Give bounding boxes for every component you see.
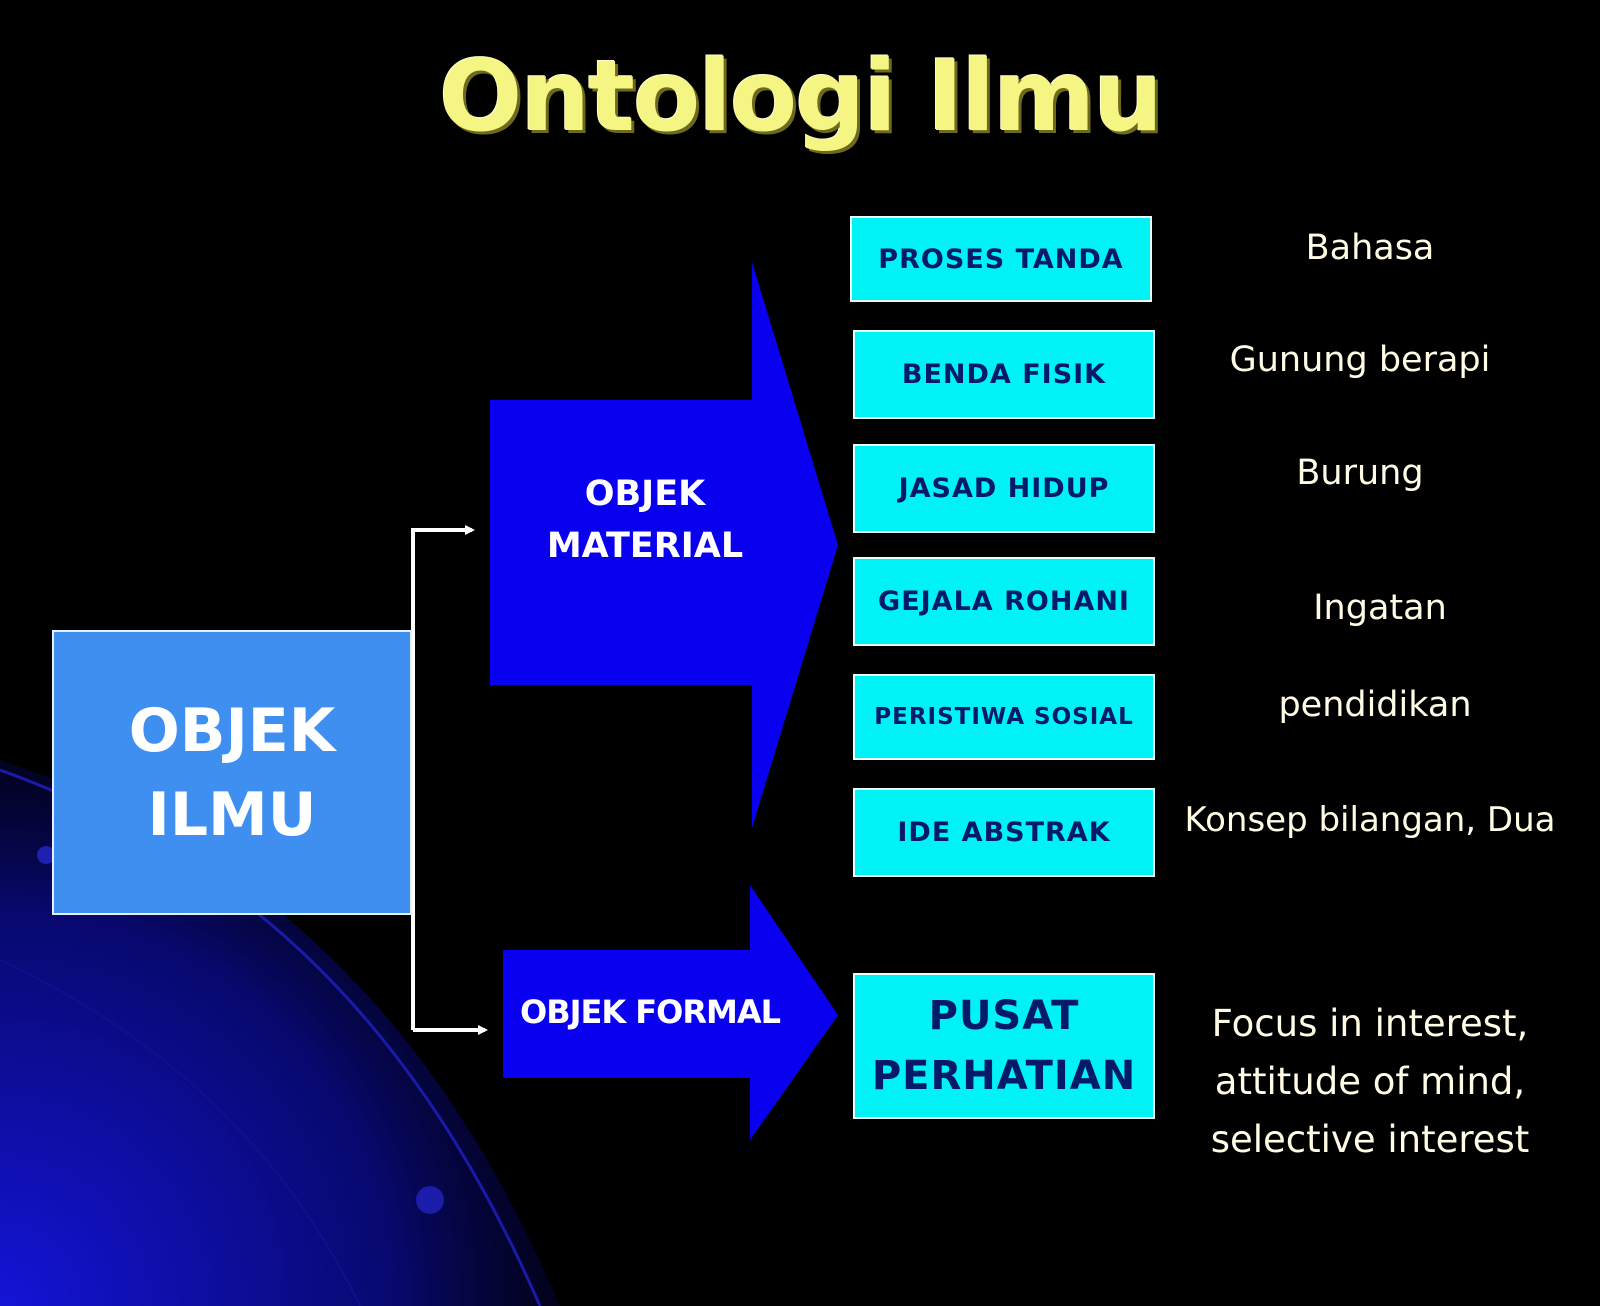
background-curve-2: [0, 959, 361, 1306]
objek-formal-arrow: [503, 885, 838, 1140]
example-bahasa: Bahasa: [1305, 228, 1435, 268]
category-ide-abstrak: IDE ABSTRAK: [853, 788, 1155, 877]
example-konsep-bilangan: Konsep bilangan, Dua: [1184, 800, 1556, 840]
category-jasad-hidup: JASAD HIDUP: [853, 444, 1155, 533]
objek-material-arrow: [490, 262, 838, 828]
background-dot-1: [37, 846, 55, 864]
example-ingatan: Ingatan: [1313, 588, 1447, 628]
category-peristiwa-sosial: PERISTIWA SOSIAL: [853, 674, 1155, 760]
connector-to-material: [411, 525, 475, 800]
example-gunung-berapi: Gunung berapi: [1229, 340, 1491, 380]
example-pendidikan: pendidikan: [1278, 685, 1472, 725]
category-proses-tanda: PROSES TANDA: [850, 216, 1152, 302]
example-burung: Burung: [1296, 453, 1424, 493]
category-gejala-rohani: GEJALA ROHANI: [853, 557, 1155, 646]
example-focus-in-interest: Focus in interest,attitude of mind,selec…: [1210, 1002, 1530, 1161]
category-benda-fisik: BENDA FISIK: [853, 330, 1155, 419]
background-dot-2: [416, 1186, 444, 1214]
page-title: Ontologi Ilmu: [439, 40, 1163, 154]
objek-formal-label: OBJEK FORMAL: [520, 993, 781, 1031]
